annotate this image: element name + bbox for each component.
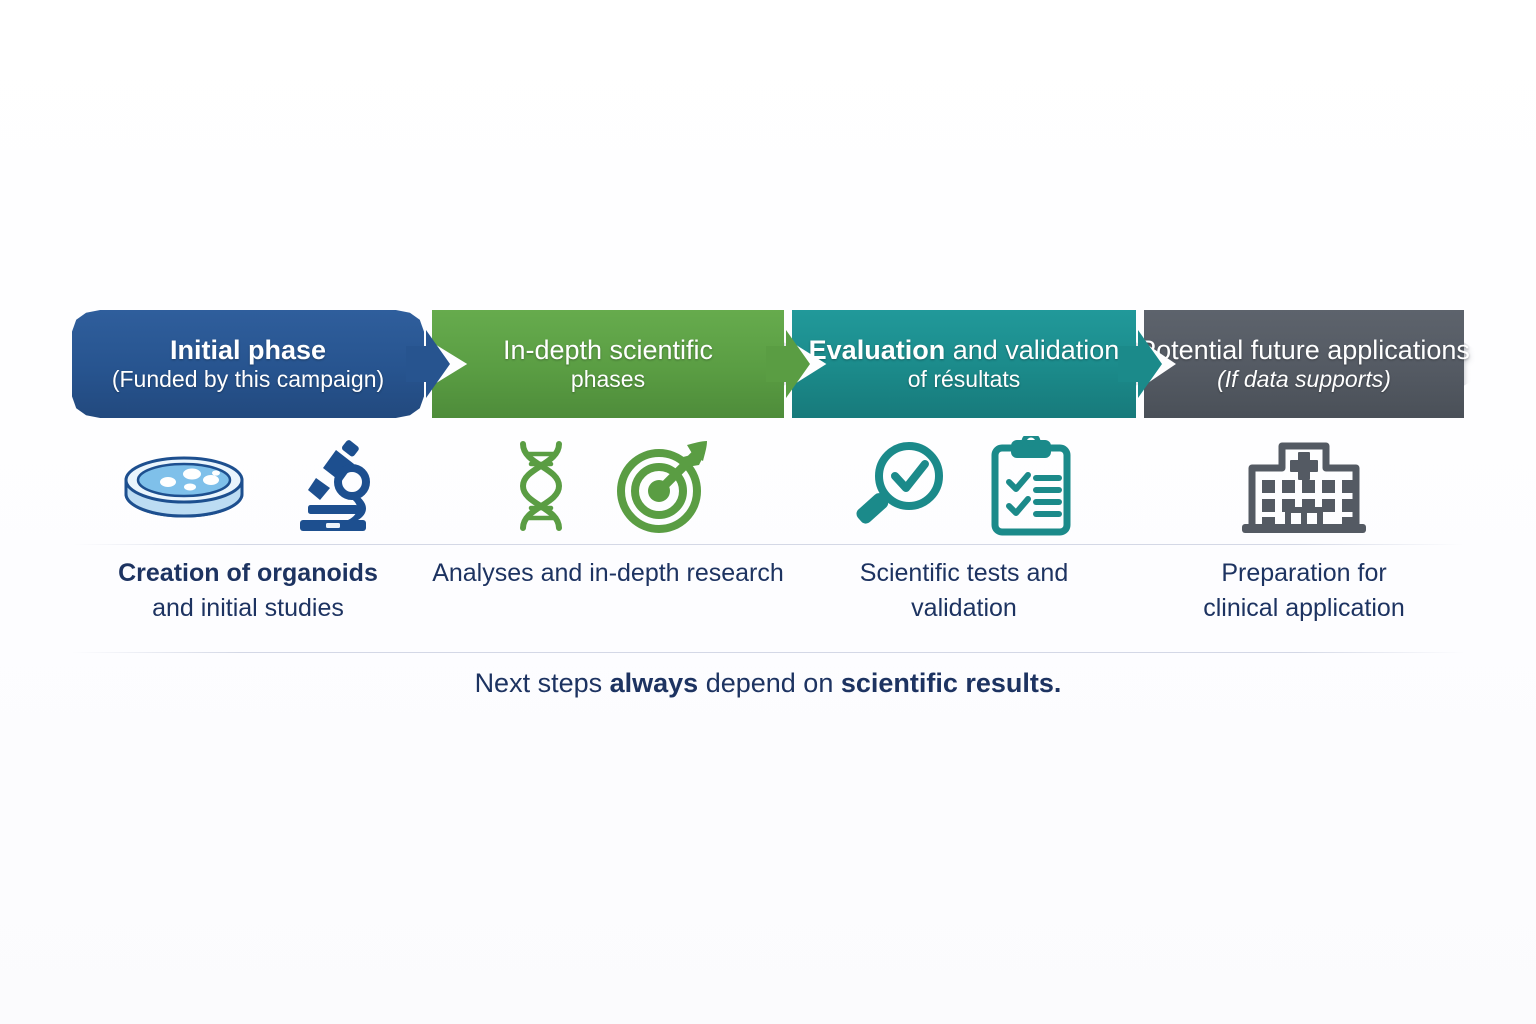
microscope-icon (300, 440, 370, 531)
stage-banner-line1-emphasis: Evaluation (808, 334, 946, 365)
caption-in-depth-scientific-phases: Analyses and in-depth research (432, 556, 784, 591)
dna-helix-icon (519, 441, 563, 531)
caption-line1: Creation of organoids (118, 559, 378, 587)
icon-group-in-depth-scientific-phases (432, 434, 784, 538)
caption-potential-future-applications: Preparation for clinical application (1144, 556, 1464, 625)
stage-banner-line1-rest: and validation (945, 334, 1120, 365)
stage-banner-line2: (If data supports) (1217, 366, 1391, 393)
footer-part-2: always (609, 668, 699, 698)
caption-line1: Analyses and in-depth research (432, 559, 784, 587)
icon-group-potential-future-applications (1144, 434, 1464, 538)
divider-below-captions (72, 652, 1464, 653)
stage-banner-line2: phases (570, 366, 646, 393)
stage-banner-line1: In-depth scientific (502, 334, 714, 365)
magnifier-check-icon (856, 442, 943, 524)
caption-line1: Preparation for (1221, 559, 1387, 587)
stage-banner-line1: Initial phase (169, 334, 327, 365)
caption-line1: Scientific tests and (859, 559, 1069, 587)
stage-banner-row: Initial phase (Funded by this campaign) … (0, 310, 1536, 422)
footer-part-1: Next steps (474, 668, 610, 698)
caption-evaluation-validation: Scientific tests and validation (792, 556, 1136, 625)
caption-initial-phase: Creation of organoids and initial studie… (72, 556, 424, 625)
clipboard-checklist-icon (991, 436, 1071, 536)
footer-note: Next steps always depend on scientific r… (0, 668, 1536, 699)
stage-caption-row: Creation of organoids and initial studie… (0, 556, 1536, 646)
stage-banner-line1: Evaluation and validation (809, 335, 1120, 367)
stage-icon-row (0, 434, 1536, 538)
petri-dish-icon (124, 456, 244, 518)
stage-banner-line2: of résultats (907, 366, 1021, 393)
stage-banner-in-depth-scientific-phases[interactable]: In-depth scientific phases (432, 310, 784, 418)
stage-banner-evaluation-validation[interactable]: Evaluation and validation of résultats (792, 310, 1136, 418)
stage-banner-line2: (Funded by this campaign) (111, 366, 385, 393)
footer-part-4: scientific results. (840, 668, 1062, 698)
caption-line2: clinical application (1203, 593, 1405, 622)
caption-line2: and initial studies (152, 593, 344, 622)
hospital-building-icon (1242, 442, 1366, 533)
target-arrow-icon (617, 441, 707, 533)
icon-group-initial-phase (72, 434, 424, 538)
caption-line2: validation (911, 593, 1017, 622)
stage-banner-potential-future-applications[interactable]: Potential future applications (If data s… (1144, 310, 1470, 418)
stage-banner-initial-phase[interactable]: Initial phase (Funded by this campaign) (72, 310, 424, 418)
divider-above-captions (72, 544, 1464, 545)
footer-part-3: depend on (698, 668, 841, 698)
stage-banner-line1: Potential future applications (1138, 334, 1470, 365)
icon-group-evaluation-validation (792, 434, 1136, 538)
